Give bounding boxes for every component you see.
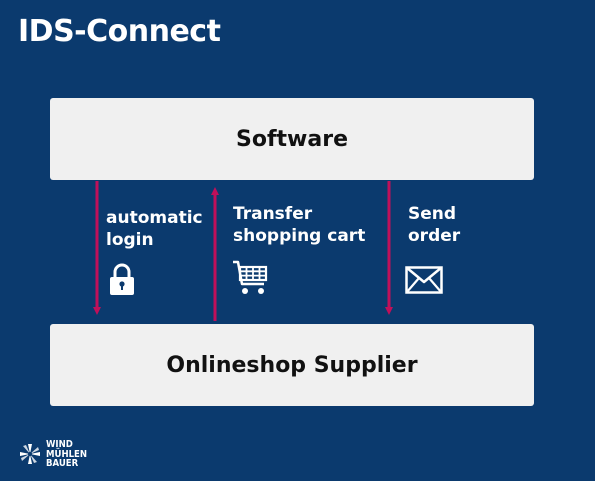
software-label: Software [236,126,348,152]
envelope-icon [405,266,443,294]
login-label: automatic login [106,208,203,250]
supplier-label: Onlineshop Supplier [166,352,418,378]
logo-line-1: WIND [46,439,73,450]
windmuehlenbauer-logo: WIND MÜHLEN BAUER [18,440,87,469]
page-title: IDS-Connect [18,14,221,49]
lock-icon [110,263,134,295]
order-label: Send order [408,204,461,246]
logo-line-2: MÜHLEN [46,448,88,460]
software-box: Software [50,98,534,180]
shopping-cart-icon [233,260,268,294]
windmill-icon [20,444,40,465]
logo-line-3: BAUER [46,458,79,469]
cart-label: Transfer shopping cart [233,204,366,246]
supplier-box: Onlineshop Supplier [50,324,534,406]
